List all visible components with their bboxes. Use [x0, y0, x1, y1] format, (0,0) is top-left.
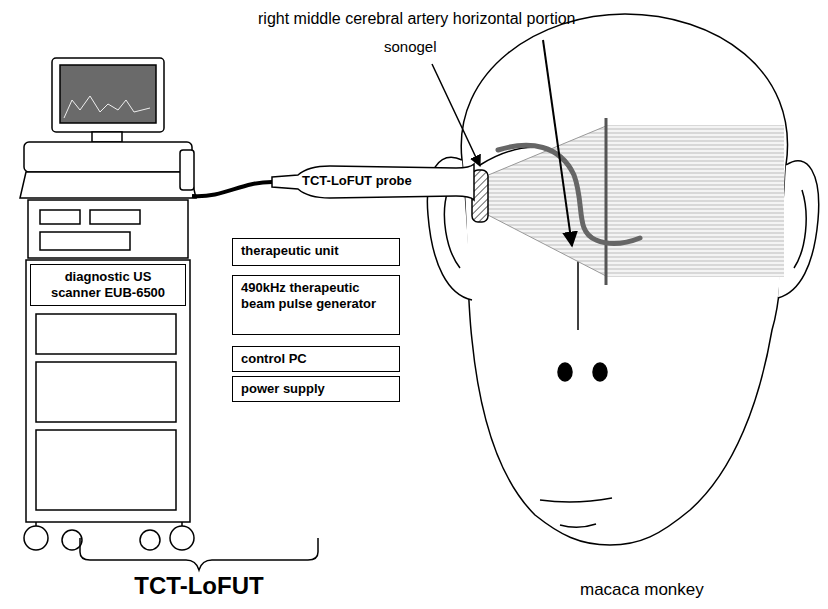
node-text: therapeutic unit [241, 243, 391, 259]
unit-box: control PC [232, 346, 400, 372]
node-text: 490kHz therapeutic beam pulse generator [241, 280, 391, 311]
anatomy-label: right middle cerebral artery horizontal … [258, 10, 575, 28]
node-text: power supply [241, 381, 391, 397]
subject-label: macaca monkey [580, 580, 704, 600]
beam-region [606, 125, 784, 277]
unit-box: power supply [232, 376, 400, 402]
us-cart [20, 58, 196, 550]
part-label: sonogel [384, 38, 437, 55]
node-text: control PC [241, 351, 391, 367]
cable [192, 182, 272, 196]
monkey-head [427, 14, 818, 545]
probe: TCT-LoFUT probe [268, 162, 480, 202]
leader-arrow [432, 64, 480, 166]
leader-arrow [543, 40, 572, 246]
node-text: diagnostic US scanner EUB-6500 [39, 269, 177, 300]
unit-box: 490kHz therapeutic beam pulse generator [232, 275, 400, 335]
scanner-box: diagnostic US scanner EUB-6500 [30, 264, 186, 306]
unit-box: therapeutic unit [232, 238, 400, 266]
node-text: TCT-LoFUT probe [268, 162, 480, 189]
system-label: TCT-LoFUT [134, 572, 263, 600]
midline [605, 118, 608, 285]
bracket [80, 538, 318, 570]
